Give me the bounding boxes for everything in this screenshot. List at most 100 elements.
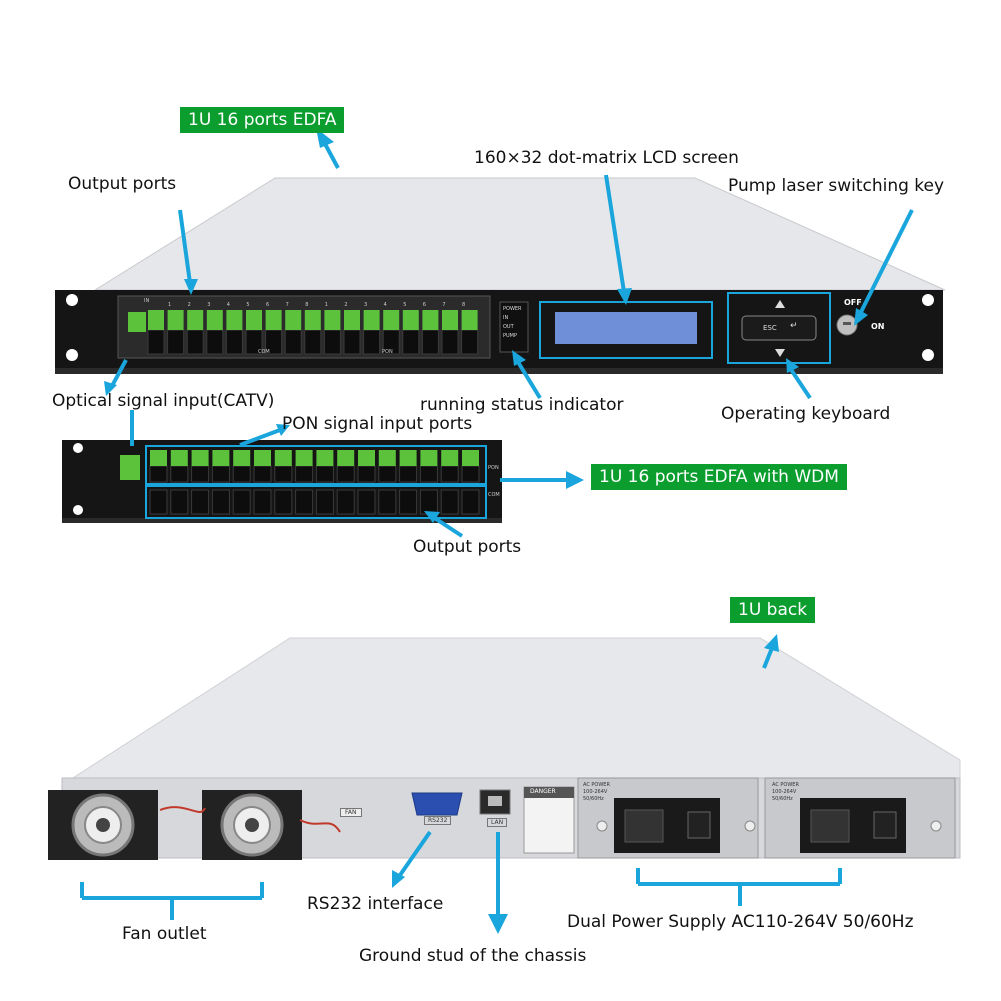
label-lcd-screen: 160×32 dot-matrix LCD screen: [474, 148, 739, 168]
front-port: [186, 329, 204, 355]
wdm-com-port: [336, 489, 355, 515]
label-pon-input: PON signal input ports: [282, 414, 473, 434]
fan-label: FAN: [340, 808, 362, 817]
port-number: 8: [305, 302, 309, 308]
mount-hole: [922, 349, 934, 361]
label-ground-stud: Ground stud of the chassis: [359, 946, 587, 966]
label-output-ports-mid: Output ports: [413, 537, 522, 557]
wdm-pon-port: [378, 465, 397, 483]
lcd-screen: [555, 312, 697, 344]
sc-dust-cap: [285, 310, 302, 330]
port-number: 6: [266, 302, 270, 308]
port-number: 1: [324, 302, 328, 308]
port-number: 8: [462, 302, 466, 308]
sc-dust-cap: [420, 450, 438, 466]
port-number: 3: [364, 302, 368, 308]
sc-dust-cap: [441, 450, 459, 466]
up-key-icon: [775, 300, 785, 308]
sc-dust-cap: [337, 450, 355, 466]
mount-hole: [66, 349, 78, 361]
port-number: 7: [285, 302, 289, 308]
label-pump-key: Pump laser switching key: [728, 176, 945, 196]
label-optical-input: Optical signal input(CATV): [52, 391, 275, 411]
port-number: 4: [226, 302, 230, 308]
sc-dust-cap: [461, 310, 478, 330]
wdm-com-port: [295, 489, 314, 515]
wdm-com-port: [232, 489, 251, 515]
port-number: 2: [187, 302, 191, 308]
ac-power-text: AC POWER: [583, 782, 610, 788]
sc-dust-cap: [265, 310, 282, 330]
fan-2: [202, 790, 302, 860]
wdm-row-pon-label: PON: [488, 465, 499, 471]
wdm-pon-port: [149, 465, 168, 483]
wdm-com-port: [419, 489, 438, 515]
indicator-pump: PUMP: [503, 333, 518, 339]
wdm-pon-port: [274, 465, 293, 483]
wdm-sc-ports: [149, 450, 480, 515]
port-number: 1: [168, 302, 172, 308]
label-running-status: running status indicator: [420, 395, 624, 415]
ac-range-text: 100-264V: [583, 789, 608, 795]
power-switch-icon: [687, 811, 711, 839]
wdm-com-port: [315, 489, 334, 515]
indicator-labels: POWER IN OUT PUMP: [503, 305, 522, 341]
sc-dust-cap: [187, 310, 204, 330]
wdm-com-port: [461, 489, 480, 515]
port-number: 4: [383, 302, 387, 308]
indicator-in: IN: [503, 315, 509, 321]
indicator-power: POWER: [503, 306, 522, 312]
wdm-pon-port: [232, 465, 251, 483]
rs232-port-icon: [411, 792, 463, 816]
sc-dust-cap: [399, 450, 417, 466]
sc-dust-cap: [128, 312, 146, 332]
sc-dust-cap: [191, 450, 209, 466]
sc-dust-cap: [316, 450, 334, 466]
sc-dust-cap: [167, 310, 184, 330]
fan-1: [48, 790, 158, 860]
rs232-label: RS232: [424, 816, 452, 825]
port-number: 6: [422, 302, 426, 308]
ac-power-info-2: AC POWER 100-264V 50/60Hz: [772, 782, 799, 803]
front-port: [167, 329, 185, 355]
wdm-com-port: [399, 489, 418, 515]
enter-key[interactable]: ↵: [790, 321, 798, 331]
sc-dust-cap: [378, 450, 396, 466]
group-pon-label: PON: [382, 349, 393, 355]
sc-dust-cap: [148, 310, 164, 330]
label-rs232-interface: RS232 interface: [307, 894, 444, 914]
wdm-pon-port: [419, 465, 438, 483]
esc-key[interactable]: ESC: [763, 324, 777, 332]
sc-dust-cap: [233, 450, 251, 466]
sc-dust-cap: [462, 450, 479, 466]
wdm-com-port: [170, 489, 189, 515]
wdm-com-port: [253, 489, 272, 515]
wdm-pon-port: [461, 465, 480, 483]
wdm-com-port: [440, 489, 459, 515]
label-operating-keyboard: Operating keyboard: [721, 404, 891, 424]
wdm-com-port: [378, 489, 397, 515]
wdm-pon-port: [315, 465, 334, 483]
front-port: [147, 329, 165, 355]
sc-dust-cap: [422, 310, 439, 330]
sc-dust-cap: [363, 310, 380, 330]
switch-on-label: ON: [871, 322, 885, 331]
wdm-com-port: [191, 489, 210, 515]
front-port: [461, 329, 479, 355]
sc-dust-cap: [212, 450, 230, 466]
indicator-out: OUT: [503, 324, 514, 330]
wdm-com-port: [274, 489, 293, 515]
port-number: 7: [442, 302, 446, 308]
sc-dust-cap: [254, 450, 271, 466]
front-port: [421, 329, 439, 355]
mount-hole: [922, 294, 934, 306]
sc-dust-cap: [274, 450, 292, 466]
group-in-label: IN: [144, 298, 150, 304]
front-port: [225, 329, 243, 355]
mount-hole: [66, 294, 78, 306]
wdm-pon-port: [211, 465, 230, 483]
wdm-pon-port: [357, 465, 376, 483]
front-port: [343, 329, 361, 355]
front-port: [363, 329, 381, 355]
